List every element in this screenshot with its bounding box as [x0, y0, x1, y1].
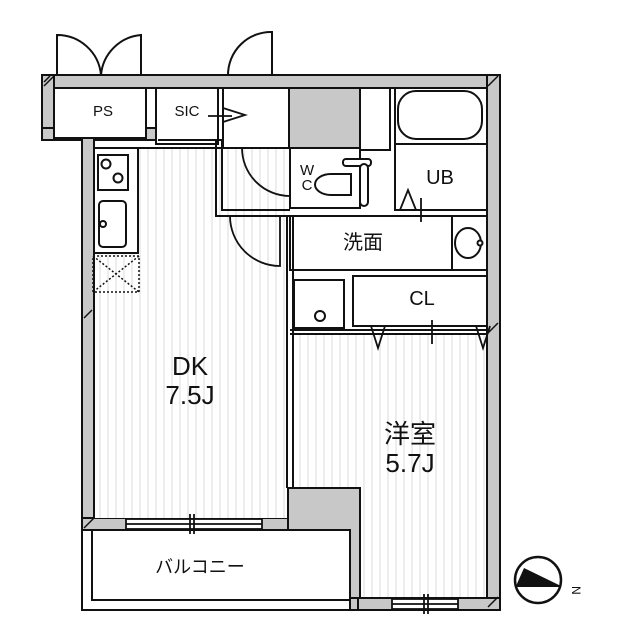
svg-text:N: N: [569, 586, 583, 595]
north-arrow-icon: N: [513, 555, 583, 605]
bathtub: [397, 90, 483, 140]
stove: [97, 154, 129, 191]
dk-name: DK: [171, 351, 209, 381]
room-label-bedroom: 洋室 5.7J: [370, 420, 450, 477]
room-label-ub: UB: [426, 167, 454, 189]
bedroom-size: 5.7J: [385, 447, 435, 478]
wc-letter-c: C: [301, 177, 313, 194]
room-label-ps: PS: [92, 103, 113, 120]
room-label-wc: W C: [300, 163, 314, 193]
ps-box: [53, 87, 147, 139]
room-label-balcony: バルコニー: [155, 557, 245, 577]
kitchen-counter: [92, 147, 140, 293]
room-label-closet: CL: [409, 288, 435, 310]
room-label-dk: DK 7.5J: [145, 352, 235, 409]
fridge-space: [92, 255, 140, 293]
balcony-inner: [91, 529, 351, 601]
room-label-sic: SIC: [174, 103, 200, 120]
closet-box: [352, 275, 488, 327]
wc-letter-w: W: [300, 162, 315, 179]
sic-box: [155, 87, 219, 145]
bedroom-name: 洋室: [383, 419, 436, 449]
dk-size: 7.5J: [165, 379, 215, 410]
hall-floor: [222, 148, 290, 210]
toilet: [314, 158, 372, 207]
room-label-washroom: 洗面: [343, 232, 383, 254]
